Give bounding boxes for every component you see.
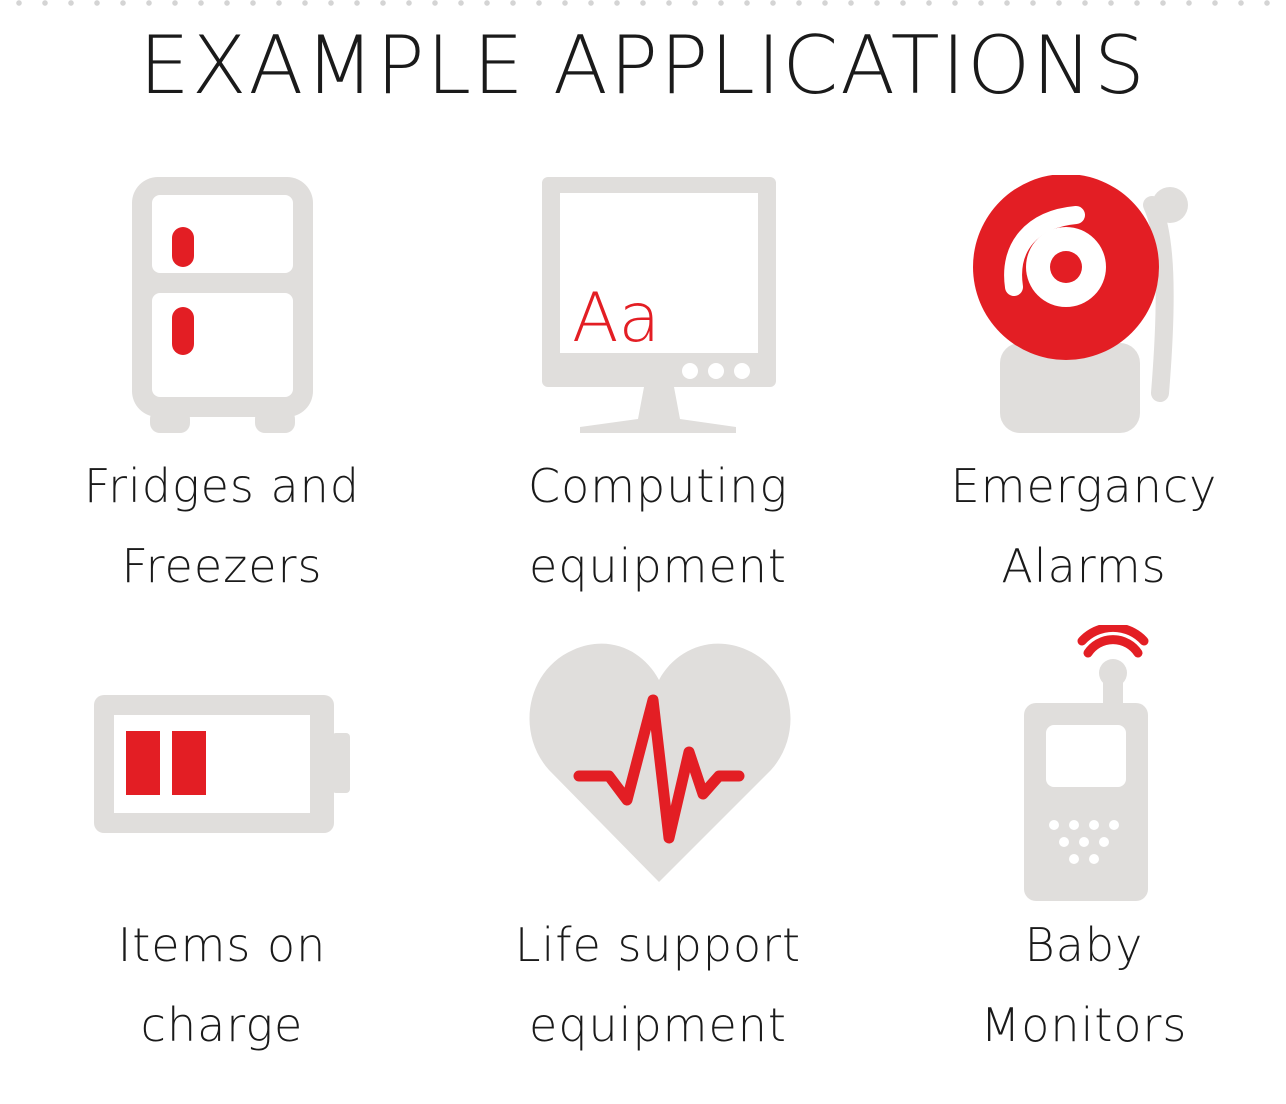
label-line: Monitors (980, 998, 1188, 1052)
alarm-bell-icon (973, 175, 1188, 433)
page-title: EXAMPLE APPLICATIONS (139, 19, 1147, 112)
label-line: Baby (1024, 918, 1144, 972)
label-life-support-equipment: Life support equipment (458, 905, 858, 1065)
heart-pulse-icon (529, 643, 791, 882)
fridge-icon (132, 177, 313, 433)
monitor-screen-text: Aa (572, 279, 660, 358)
label-fridges-freezers: Fridges and Freezers (22, 446, 422, 606)
label-line: Fridges and (83, 459, 361, 513)
dotted-border (0, 0, 1286, 10)
computer-monitor-icon: Aa (542, 177, 776, 433)
battery-icon (94, 695, 350, 833)
label-line: equipment (529, 998, 787, 1052)
label-baby-monitors: Baby Monitors (884, 905, 1284, 1065)
label-line: Emergancy (950, 459, 1218, 513)
label-line: Items on (117, 918, 327, 972)
label-line: Life support (514, 918, 802, 972)
label-line: Freezers (121, 539, 323, 593)
label-line: Alarms (1001, 539, 1167, 593)
label-computing-equipment: Computing equipment (458, 446, 858, 606)
baby-monitor-icon (1024, 625, 1149, 901)
label-line: charge (140, 998, 304, 1052)
label-items-on-charge: Items on charge (22, 905, 422, 1065)
label-line: Computing (527, 459, 788, 513)
label-line: equipment (529, 539, 787, 593)
label-emergancy-alarms: Emergancy Alarms (884, 446, 1284, 606)
